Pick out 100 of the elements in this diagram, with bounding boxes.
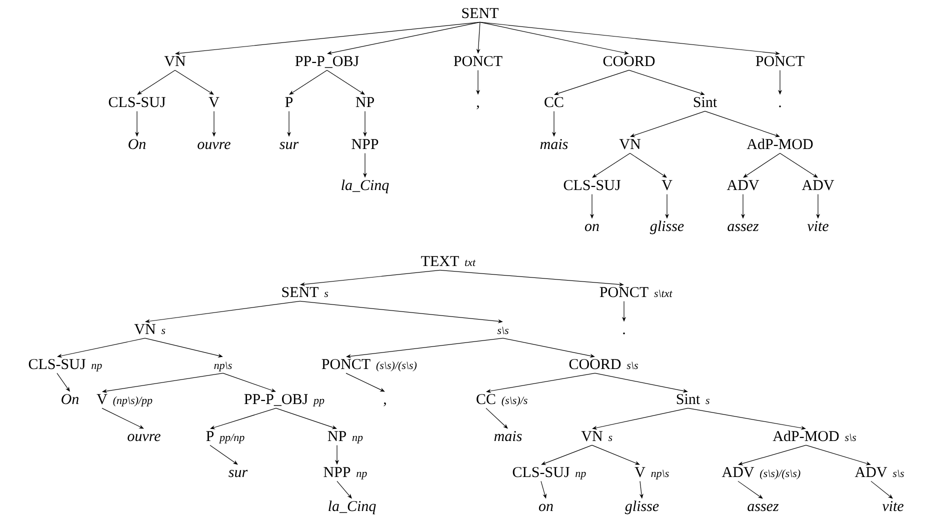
category-label: ADV bbox=[854, 467, 888, 478]
type-label: s bbox=[161, 328, 166, 334]
arrow bbox=[486, 408, 508, 429]
category-label: ADV bbox=[726, 180, 760, 190]
category-label: V bbox=[634, 467, 646, 478]
word-label: on bbox=[538, 504, 553, 512]
arrow bbox=[806, 444, 871, 466]
arrow bbox=[704, 110, 780, 138]
arrow bbox=[326, 70, 365, 95]
arrow bbox=[137, 70, 176, 95]
type-label: np bbox=[352, 436, 363, 444]
category-label: AdP-MOD bbox=[772, 430, 839, 442]
type-label: s\txt bbox=[654, 290, 673, 298]
category-label: V bbox=[96, 394, 108, 404]
word-label: assez bbox=[748, 504, 779, 512]
category-label: , bbox=[384, 402, 386, 406]
type-label: (s\s)/(s\s) bbox=[376, 361, 417, 372]
type-label: (np\s)/pp bbox=[113, 396, 152, 406]
type-label: (s\s)/(s\s) bbox=[760, 469, 800, 480]
type-label: txt bbox=[465, 260, 476, 266]
category-label: CC bbox=[476, 394, 496, 404]
category-label: VN bbox=[619, 139, 640, 150]
word-label: on bbox=[584, 224, 599, 232]
type-label: np\s bbox=[651, 470, 669, 480]
arrow bbox=[502, 338, 595, 358]
type-label: np bbox=[92, 364, 102, 372]
category-label: NP bbox=[328, 431, 346, 441]
category-label: PONCT bbox=[322, 359, 370, 370]
word-label: vite bbox=[882, 501, 904, 512]
category-label: V bbox=[208, 97, 220, 108]
type-label: (s\s)/s bbox=[502, 396, 528, 406]
type-label: pp/np bbox=[218, 434, 244, 444]
word-label: sur bbox=[280, 142, 299, 150]
arrow bbox=[743, 152, 780, 178]
category-label: NP bbox=[356, 97, 374, 107]
category-label: NPP bbox=[324, 467, 350, 477]
category-label: COORD bbox=[569, 359, 621, 370]
arrow bbox=[592, 444, 640, 465]
category-label: PP-P_OBJ bbox=[295, 56, 359, 68]
type-label: s\s bbox=[892, 470, 904, 478]
arrow bbox=[738, 480, 763, 499]
arrow bbox=[628, 70, 705, 96]
type-label: s bbox=[608, 436, 612, 442]
type-label: s\s bbox=[844, 434, 856, 442]
arrow bbox=[630, 110, 706, 138]
type-label: pp bbox=[312, 398, 324, 406]
category-label: . bbox=[623, 332, 625, 334]
arrow bbox=[102, 408, 144, 429]
category-label: CLS-SUJ bbox=[512, 467, 570, 478]
category-label: NPP bbox=[352, 139, 378, 149]
arrow bbox=[541, 444, 592, 465]
category-label: VN bbox=[581, 431, 602, 442]
category-label: PONCT bbox=[454, 56, 502, 66]
arrow bbox=[592, 152, 630, 178]
type-label: np bbox=[576, 472, 586, 480]
category-label: PONCT bbox=[600, 287, 648, 298]
word-label: vite bbox=[807, 221, 828, 232]
category-label: P bbox=[285, 97, 293, 107]
word-label: glisse bbox=[624, 500, 659, 514]
category-label: COORD bbox=[603, 56, 655, 66]
type-label: s bbox=[324, 292, 328, 298]
category-label: CLS-SUJ bbox=[28, 359, 86, 370]
arrow bbox=[780, 152, 818, 178]
arrow bbox=[554, 70, 630, 96]
category-label: PP-P_OBJ bbox=[244, 394, 308, 406]
word-label: mais bbox=[494, 431, 522, 442]
arrow bbox=[738, 444, 806, 466]
type-label: s\s bbox=[626, 362, 638, 370]
arrow bbox=[346, 372, 385, 392]
category-label: V bbox=[662, 180, 672, 190]
category-label: , bbox=[476, 105, 479, 110]
category-label: Sint bbox=[694, 97, 717, 108]
arrow bbox=[276, 408, 337, 430]
word-label: la_Cinq bbox=[342, 180, 389, 194]
type-label: s\s bbox=[497, 326, 508, 334]
arrow bbox=[210, 444, 238, 465]
arrow bbox=[870, 480, 893, 499]
word-label: ouvre bbox=[198, 142, 230, 150]
category-label: VN bbox=[134, 324, 156, 334]
category-label: P bbox=[206, 431, 214, 441]
arrow bbox=[480, 22, 629, 55]
word-label: glisse bbox=[650, 220, 684, 234]
arrow bbox=[174, 70, 214, 95]
category-label: VN bbox=[164, 56, 186, 66]
word-label: ouvre bbox=[128, 434, 160, 442]
arrow bbox=[630, 152, 667, 178]
category-label: AdP-MOD bbox=[746, 138, 813, 150]
category-label: CLS-SUJ bbox=[108, 97, 166, 108]
category-label: SENT bbox=[462, 8, 498, 18]
category-label: SENT bbox=[282, 287, 318, 298]
category-label: PONCT bbox=[756, 56, 804, 66]
word-label: mais bbox=[540, 139, 568, 150]
category-label: ADV bbox=[722, 467, 754, 478]
type-label: s bbox=[706, 398, 710, 404]
type-label: np bbox=[356, 472, 367, 480]
word-label: la_Cinq bbox=[328, 500, 376, 514]
word-label: On bbox=[62, 394, 79, 404]
arrow bbox=[210, 408, 276, 430]
category-label: CC bbox=[544, 97, 564, 108]
word-label: assez bbox=[728, 224, 759, 232]
